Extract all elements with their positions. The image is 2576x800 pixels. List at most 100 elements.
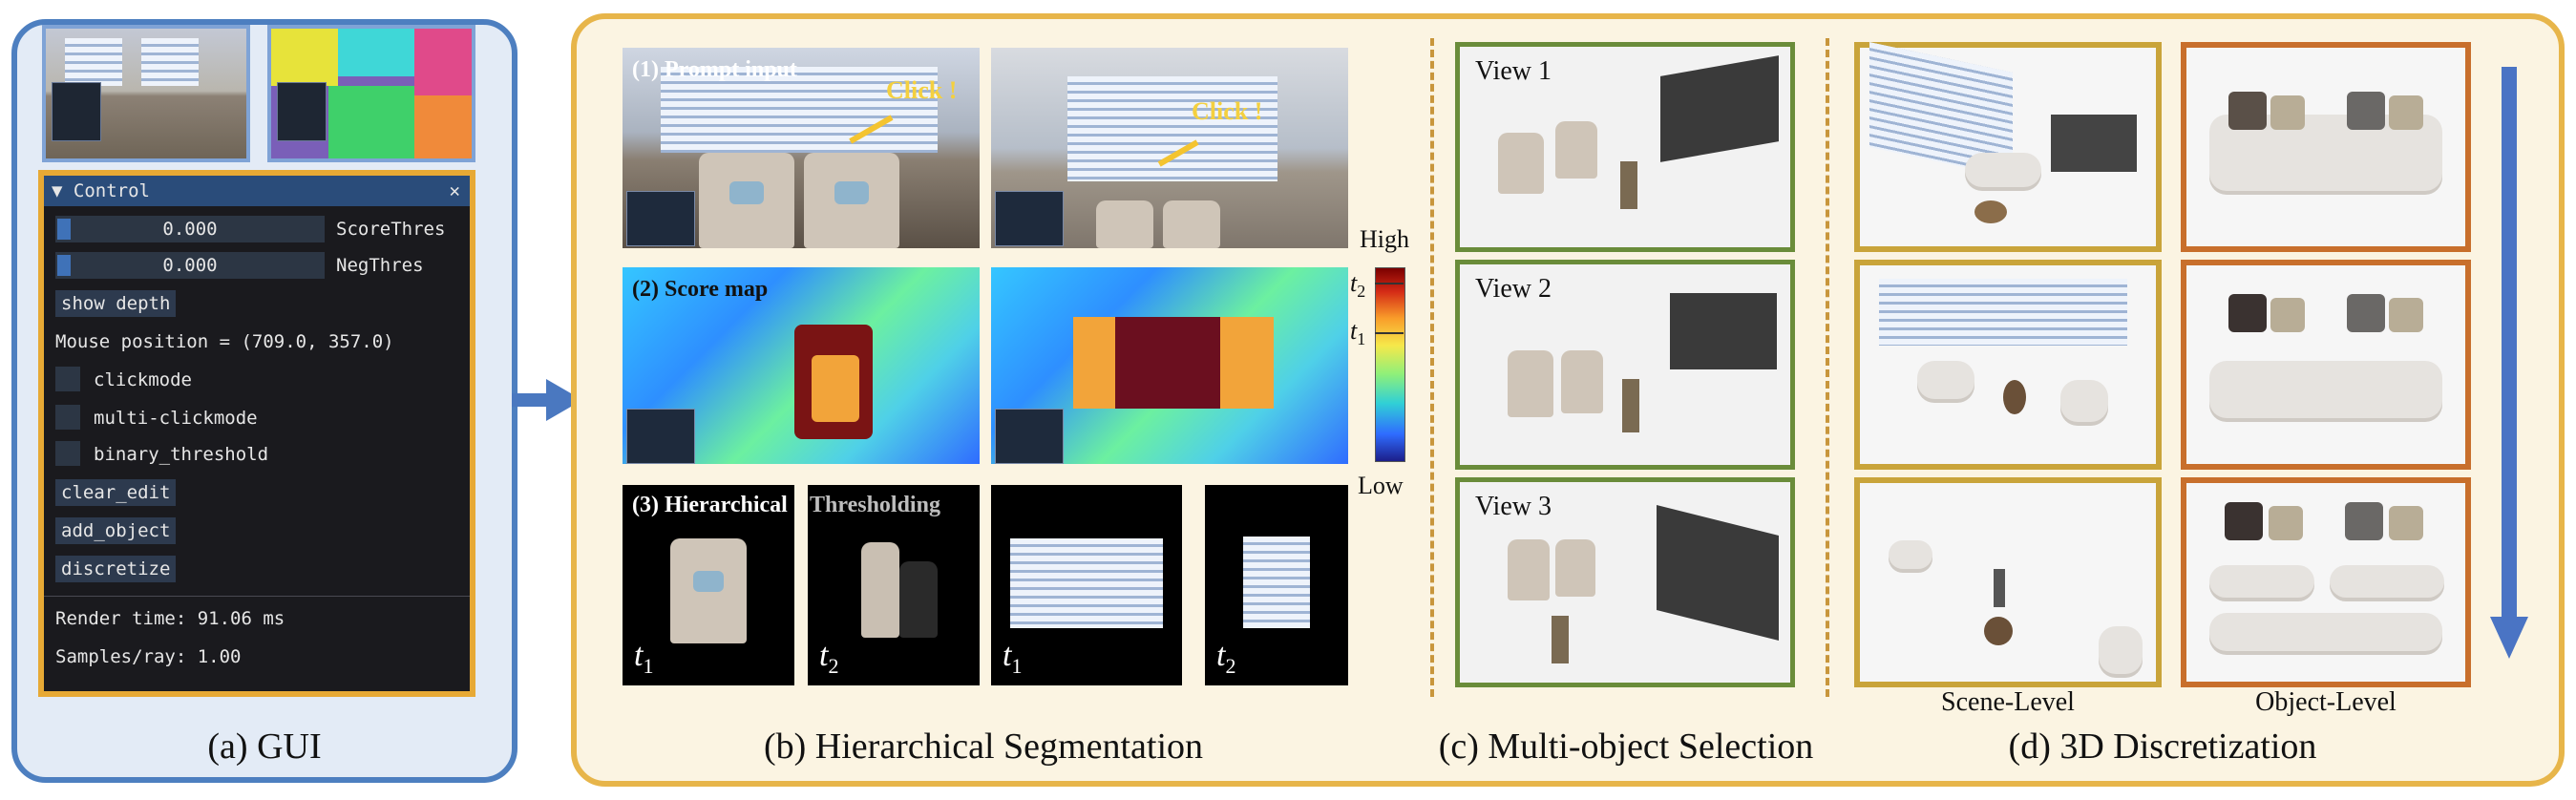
threshold-label: t2 [819,638,839,678]
close-icon[interactable]: ✕ [449,180,460,201]
object-level-1 [2181,42,2471,252]
neg-thres-label: NegThres [336,255,424,276]
neg-thres-value: 0.000 [162,255,218,276]
lamp-object [1994,569,2005,607]
window [65,38,122,86]
clickmode-label: clickmode [94,369,192,390]
lamp-object [1620,161,1637,209]
collapse-icon[interactable]: ▼ [52,180,63,201]
pillow [2270,95,2305,130]
threshold-label: t1 [634,638,654,678]
object-level-label: Object-Level [2255,687,2397,717]
score-thres-slider[interactable]: 0.000 [55,216,325,242]
gui-caption: (a) GUI [207,726,322,767]
window-object [2051,115,2137,172]
discretize-button[interactable]: discretize [55,556,177,582]
sofa-part [2209,361,2442,418]
hierarchical-label: (3) Hierarchical [632,493,788,517]
scene-level-label: Scene-Level [1941,687,2075,717]
arrow-down-icon [2502,67,2517,621]
view-2-label: View 2 [1475,274,1552,304]
table-object [1974,200,2007,223]
armchair [1498,133,1544,194]
neg-thres-slider[interactable]: 0.000 [55,252,325,279]
slider-grab[interactable] [57,219,71,240]
mini-control-overlay [52,82,101,141]
mini-control-overlay [277,82,327,141]
segmentation-preview-thumbnail [267,25,475,162]
segment [414,29,472,95]
click-annotation: Click ! [886,76,958,104]
pillow [2345,502,2383,540]
colorbar-low-label: Low [1358,472,1404,499]
multi-clickmode-label: multi-clickmode [94,408,258,429]
control-title-bar[interactable]: ▼ Control ✕ [44,176,470,206]
dashed-separator [1826,38,1829,697]
pillow [2228,92,2267,130]
clear-edit-button[interactable]: clear_edit [55,479,177,506]
pillow [2269,506,2303,540]
pillow [2225,502,2263,540]
pillow [2228,294,2267,332]
scene-level-1 [1854,42,2162,252]
window [141,38,199,86]
clickmode-checkbox[interactable] [55,367,80,391]
cushion [834,181,869,204]
highlighted-window-center [1115,317,1220,409]
segmentation-caption: (b) Hierarchical Segmentation [763,726,1204,767]
view-3-label: View 3 [1475,492,1552,521]
binary-threshold-checkbox[interactable] [55,441,80,466]
score-map-image-2 [991,267,1348,464]
threshold-label: t2 [1216,638,1236,678]
lamp-object [1552,616,1569,663]
mini-control-overlay [995,191,1064,246]
view-1-panel: View 1 [1455,42,1795,252]
table-object [1984,617,2013,645]
window-blinds [1010,538,1163,628]
window-object [1670,293,1777,369]
score-thres-value: 0.000 [162,219,218,240]
pillow [2389,298,2423,332]
slider-grab[interactable] [57,255,71,276]
threshold-image-chair-t2: t2 [808,485,980,685]
view-3-panel: View 3 [1455,477,1795,687]
window-blinds [1243,537,1310,628]
segment [338,29,414,76]
multi-clickmode-checkbox[interactable] [55,405,80,430]
sofa-part [2330,565,2444,598]
colorbar-tick-t2 [1375,283,1404,284]
armchair [1508,350,1553,417]
object-level-2 [2181,260,2471,470]
armchair [1555,539,1595,597]
colorbar-high-label: High [1360,225,1409,253]
highlighted-seat [812,355,859,422]
scene-level-3 [1854,477,2162,687]
sofa [1965,153,2041,187]
add-object-button[interactable]: add_object [55,517,177,544]
score-map-image-1: (2) Score map [623,267,980,464]
armchair [1508,539,1550,600]
score-thres-label: ScoreThres [336,219,446,240]
mini-control-overlay [995,409,1064,464]
control-window: ▼ Control ✕ 0.000 ScoreThres 0.000 NegTh… [38,170,475,697]
threshold-image-chair-t1: t1 [623,485,794,685]
threshold-image-window-t1: t1 [991,485,1182,685]
scene-level-2 [1854,260,2162,470]
sofa [2099,626,2143,674]
segment [271,29,338,86]
selection-caption: (c) Multi-object Selection [1438,726,1814,767]
armchair [1163,200,1220,248]
arrow-down-head-icon [2490,617,2528,659]
binary-threshold-label: binary_threshold [94,444,269,465]
pillow [2389,95,2423,130]
armchair [1555,121,1597,179]
sofa [1889,540,1932,569]
window-object [1657,505,1779,641]
sofa [1917,361,1974,399]
score-map-label: (2) Score map [632,277,769,302]
view-1-label: View 1 [1475,56,1552,86]
sofa-part [2209,565,2314,598]
thresholding-label: Thresholding [810,493,940,517]
show-depth-button[interactable]: show depth [55,290,177,317]
colorbar-tick-t1 [1375,332,1404,334]
